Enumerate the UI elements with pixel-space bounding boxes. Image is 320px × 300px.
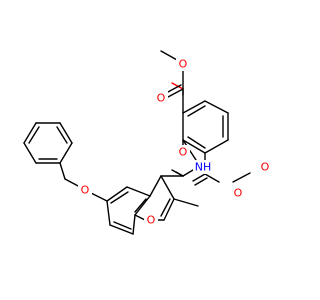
oxygen-atom-label: O <box>147 214 156 227</box>
oxygen-atom-label: O <box>157 92 166 105</box>
benzyloxy-group <box>23 122 108 202</box>
ring-benzofuran <box>106 175 199 235</box>
oxygen-atom-label: O <box>179 146 188 159</box>
oxygen-atom-label: O <box>234 187 243 200</box>
structure-diagram: O O O NH O O O O <box>23 50 272 235</box>
ring-terephthalate <box>182 100 229 154</box>
oxygen-atom-label: O <box>179 58 188 71</box>
ester-top <box>160 50 184 114</box>
oxygen-atom-label: O <box>81 184 90 197</box>
atom-labels: O O O NH O O O O <box>78 57 272 227</box>
nitrogen-atom-label: NH <box>195 161 212 174</box>
oxygen-atom-label: O <box>261 161 270 174</box>
